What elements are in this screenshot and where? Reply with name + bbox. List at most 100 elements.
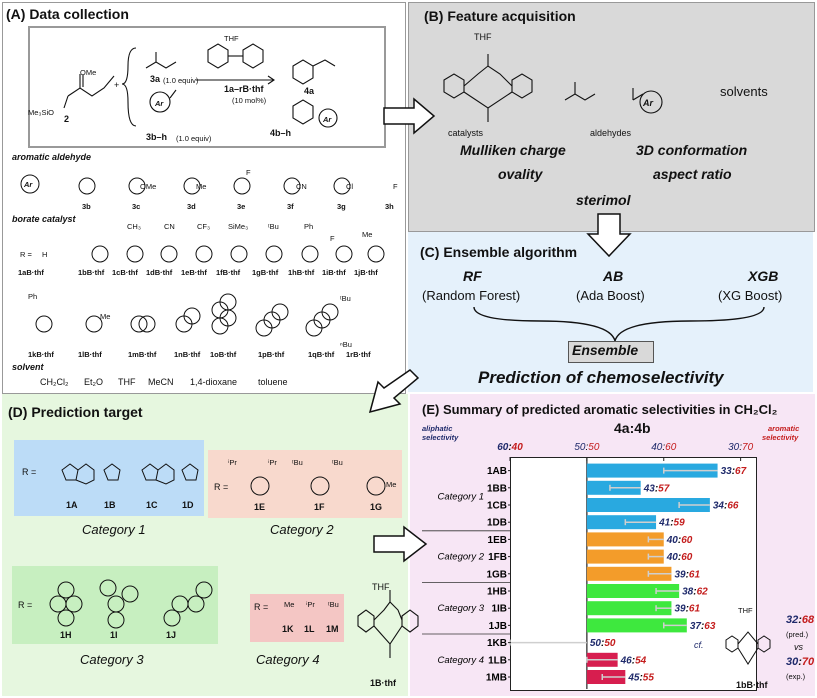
aldehyde-3c: 3c xyxy=(132,202,141,211)
catalyst-label-1lb: 1lB·thf xyxy=(78,350,102,359)
x-tick-60-aromatic: 40 xyxy=(511,442,524,453)
catalyst-label-1gb: 1gB·thf xyxy=(252,268,279,277)
row-label-1hb: 1HB xyxy=(487,587,507,598)
value-4a-1mb: 45 xyxy=(627,673,640,684)
borate-sub-cn: CN xyxy=(164,222,175,231)
comparison-pred-label: (pred.) xyxy=(786,630,809,639)
value-4b-1kb: 50 xyxy=(604,638,616,649)
panel-b-title: (B) Feature acquisition xyxy=(424,8,576,24)
category-1-label: Category 1 xyxy=(82,522,146,537)
comparison-catalyst-label: 1bB·thf xyxy=(736,680,768,690)
row-label-1ab: 1AB xyxy=(487,466,507,477)
borate-catalyst-heading: borate catalyst xyxy=(12,214,76,224)
comparison-exp-value: 30:70 xyxy=(786,656,814,668)
panel-c-background xyxy=(408,232,813,392)
x-tick-50-aromatic: 50 xyxy=(588,442,600,453)
algorithm-xgb-abbr: XGB xyxy=(748,268,779,284)
x-tick-60-colon: : xyxy=(508,442,511,453)
panel-d-title: (D) Prediction target xyxy=(8,404,143,420)
cat1-member-1a: 1A xyxy=(66,500,78,510)
arrow-c-to-d xyxy=(368,369,420,414)
value-colon-1kb: : xyxy=(601,638,604,649)
borate-row1-graphic xyxy=(91,245,385,263)
pred-a: 32 xyxy=(786,614,799,626)
cat2-member-1f: 1F xyxy=(314,502,325,512)
cat3-member-1i: 1I xyxy=(110,630,118,640)
x-tick-50-colon: : xyxy=(585,442,588,453)
cat4-sub-ipr: ⁱPr xyxy=(306,600,315,609)
aldehyde-structures-graphic xyxy=(20,174,351,195)
x-tick-40-colon: : xyxy=(662,442,665,453)
product-4bh-label: 4b–h xyxy=(270,128,292,138)
ar-label-b: Ar xyxy=(643,98,654,108)
catalyst-label-1bb: 1bB·thf xyxy=(78,268,105,277)
value-label-1fb: 40:60 xyxy=(666,552,693,563)
cat2-sub-me: Me xyxy=(386,480,397,489)
catalyst-loading: (10 mol%) xyxy=(232,96,267,105)
value-4a-1fb: 40 xyxy=(666,552,679,563)
aliphatic-label-1: aliphatic xyxy=(422,424,453,433)
category-1-box xyxy=(14,440,204,516)
category-3-box xyxy=(12,566,218,644)
catalyst-structure-d xyxy=(357,590,419,658)
value-colon-1fb: : xyxy=(678,552,681,563)
borate-sub-sime3: SiMe₃ xyxy=(228,222,249,231)
x-tick-40-aliphatic: 40 xyxy=(651,442,663,453)
cat1-member-1c: 1C xyxy=(146,500,158,510)
catalyst-label-1db: 1dB·thf xyxy=(146,268,173,277)
reaction-scheme-graphic xyxy=(63,43,338,128)
panel-e-title: (E) Summary of predicted aromatic select… xyxy=(422,402,778,417)
panel-b-background xyxy=(408,2,815,232)
aldehyde-3g: 3g xyxy=(337,202,346,211)
feature-sterimol: sterimol xyxy=(576,192,631,208)
catalyst-label-1nb: 1nB·thf xyxy=(174,350,201,359)
bar-1ib xyxy=(586,601,672,616)
comparison-cf: cf. xyxy=(694,640,704,650)
value-label-1mb: 45:55 xyxy=(627,673,654,684)
catalyst-label-1rb: 1rB·thf xyxy=(346,350,371,359)
value-label-1db: 41:59 xyxy=(658,518,685,529)
bar-1cb xyxy=(586,498,710,512)
value-colon-1ib: : xyxy=(686,604,689,615)
row-label-1fb: 1FB xyxy=(488,552,507,563)
compound-3a-equiv: (1.0 equiv) xyxy=(163,76,199,85)
value-label-1jb: 37:63 xyxy=(690,621,716,632)
borate-sub-f: F xyxy=(330,234,335,243)
x-tick-30-aromatic: 70 xyxy=(742,442,754,453)
value-colon-1eb: : xyxy=(678,535,681,546)
cat3-r-equals: R = xyxy=(18,600,33,610)
value-4b-1hb: 62 xyxy=(697,587,709,598)
catalyst-label-1mb: 1mB·thf xyxy=(128,350,157,359)
x-tick-60: 60:40 xyxy=(497,442,523,453)
aldehyde-ar-label: Ar xyxy=(24,180,33,189)
ensemble-brace xyxy=(473,306,765,342)
feature-ovality: ovality xyxy=(498,166,543,182)
compound-3bh-equiv: (1.0 equiv) xyxy=(176,134,212,143)
pred-colon: : xyxy=(798,614,802,626)
feature-aspect-ratio: aspect ratio xyxy=(653,166,732,182)
row-label-1ib: 1IB xyxy=(491,604,507,615)
cat4-member-1l: 1L xyxy=(304,624,315,634)
borate-sub-row2-nbu: ⁿBu xyxy=(340,340,352,349)
value-4a-1bb: 43 xyxy=(643,483,656,494)
comparison-vs: vs xyxy=(794,642,803,652)
catalyst-label-a: 1a–rB·thf xyxy=(224,84,264,94)
aromatic-label-2: selectivity xyxy=(762,433,799,442)
borate-sub-h: H xyxy=(42,250,48,259)
row-label-1lb: 1LB xyxy=(488,655,507,666)
value-4b-1mb: 55 xyxy=(643,673,655,684)
value-4a-1cb: 34 xyxy=(713,501,725,512)
catalyst-label-1cb: 1cB·thf xyxy=(112,268,138,277)
category-4-label: Category 4 xyxy=(256,652,320,667)
catalyst-label-1hb: 1hB·thf xyxy=(288,268,315,277)
aldehyde-sub-3d: Me xyxy=(196,182,207,191)
value-4b-1bb: 57 xyxy=(658,483,670,494)
aldehyde-sub-3c: OMe xyxy=(140,182,157,191)
x-tick-30-aliphatic: 30 xyxy=(728,442,740,453)
borate-sub-row2-me: Me xyxy=(100,312,111,321)
value-colon-1hb: : xyxy=(693,587,696,598)
ar-label-product: Ar xyxy=(323,115,332,124)
cat4-member-1k: 1K xyxy=(282,624,294,634)
plus-sign: + xyxy=(114,80,120,90)
borate-sub-row2-ph: Ph xyxy=(28,292,38,301)
